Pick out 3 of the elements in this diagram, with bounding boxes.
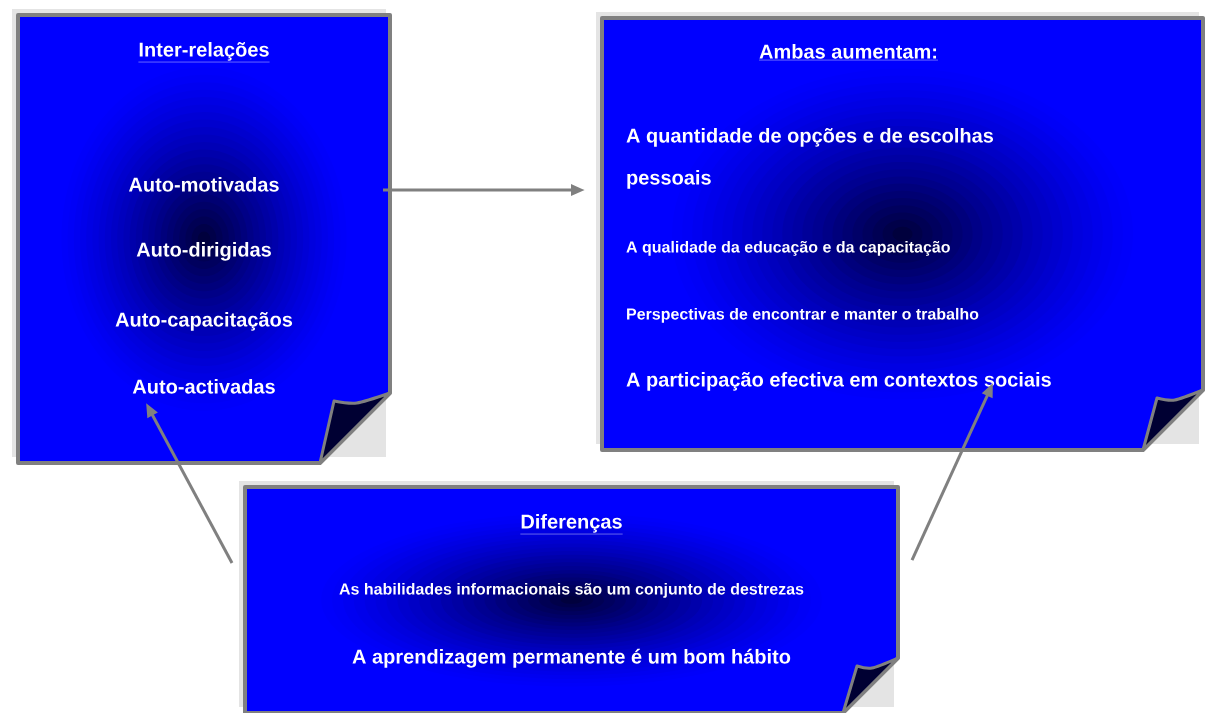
folded-note-card: Diferenças As habilidades informacionais são um conjunto de destrezas A aprendizagem permanente é um bom hábito [239, 481, 900, 713]
folded-note-card: Inter-relações Auto-motivadas Auto-dirigidas Auto-capacitaçãos Auto-activadas [12, 9, 392, 465]
folded-note-card: Ambas aumentam: A quantidade de opções e de escolhas pessoais A qualidade da educação e da capacitação Perspectivas de encontrar e manter o trabalho A participação efectiva em contextos sociais [596, 12, 1205, 452]
